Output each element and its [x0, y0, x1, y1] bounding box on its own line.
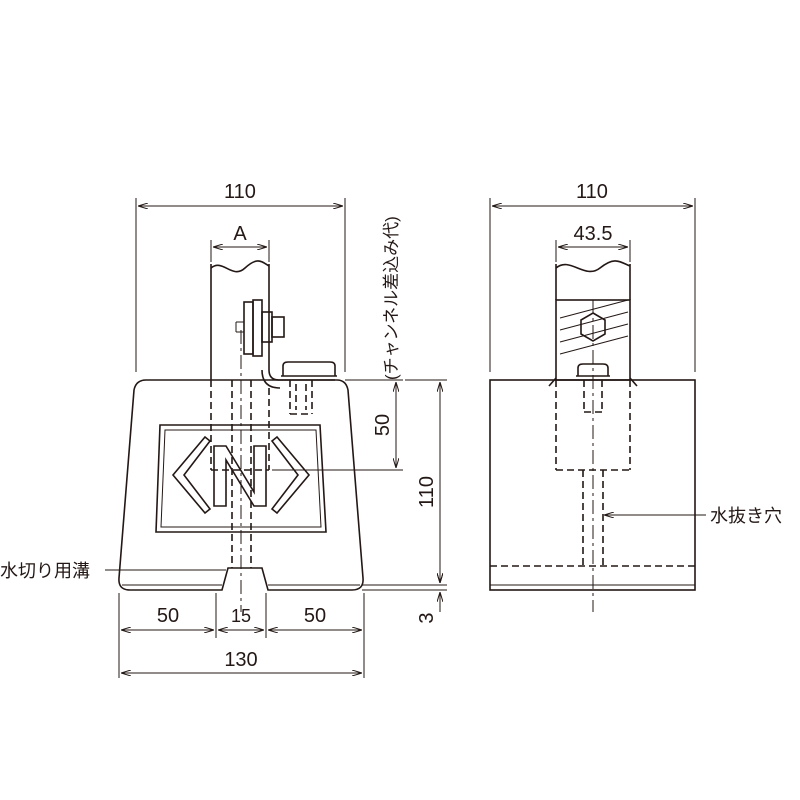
dim-base-gap: 3: [416, 612, 438, 623]
dim-height: 110: [416, 476, 438, 508]
dim-side-channel-width: 43.5: [574, 223, 613, 245]
logo-n-letter: [213, 445, 267, 507]
dim-groove-width: 15: [231, 606, 251, 626]
dim-side-width-top: 110: [576, 181, 608, 203]
dim-right-foot: 50: [304, 605, 326, 627]
front-view: 水切り用溝 110 A (チャンネル差込み代) 50 110 3: [0, 181, 447, 678]
groove-label: 水切り用溝: [0, 561, 90, 581]
front-drain-hole: [231, 330, 252, 612]
logo-left-chevron: [171, 435, 212, 515]
front-label-panel: [155, 424, 327, 533]
dim-left-foot: 50: [157, 605, 179, 627]
side-channel: [548, 260, 638, 387]
dim-front-width-top: 110: [224, 181, 256, 203]
channel-insert-label: (チャンネル差込み代): [382, 216, 401, 380]
front-channel: [210, 260, 335, 471]
side-drain-hole: [582, 300, 604, 612]
front-block-outline: [118, 379, 364, 591]
front-side-bolt: [235, 299, 285, 357]
side-view: 水抜き穴 110 43.5: [489, 181, 782, 612]
drain-hole-label: 水抜き穴: [710, 506, 782, 526]
dim-overall-width: 130: [224, 649, 257, 671]
front-anchor-bolt: [281, 361, 337, 415]
dim-channel-width: A: [233, 223, 247, 245]
dim-insert-depth: 50: [372, 414, 394, 436]
logo-right-chevron: [270, 435, 311, 515]
front-label-panel-inner: [160, 429, 322, 528]
